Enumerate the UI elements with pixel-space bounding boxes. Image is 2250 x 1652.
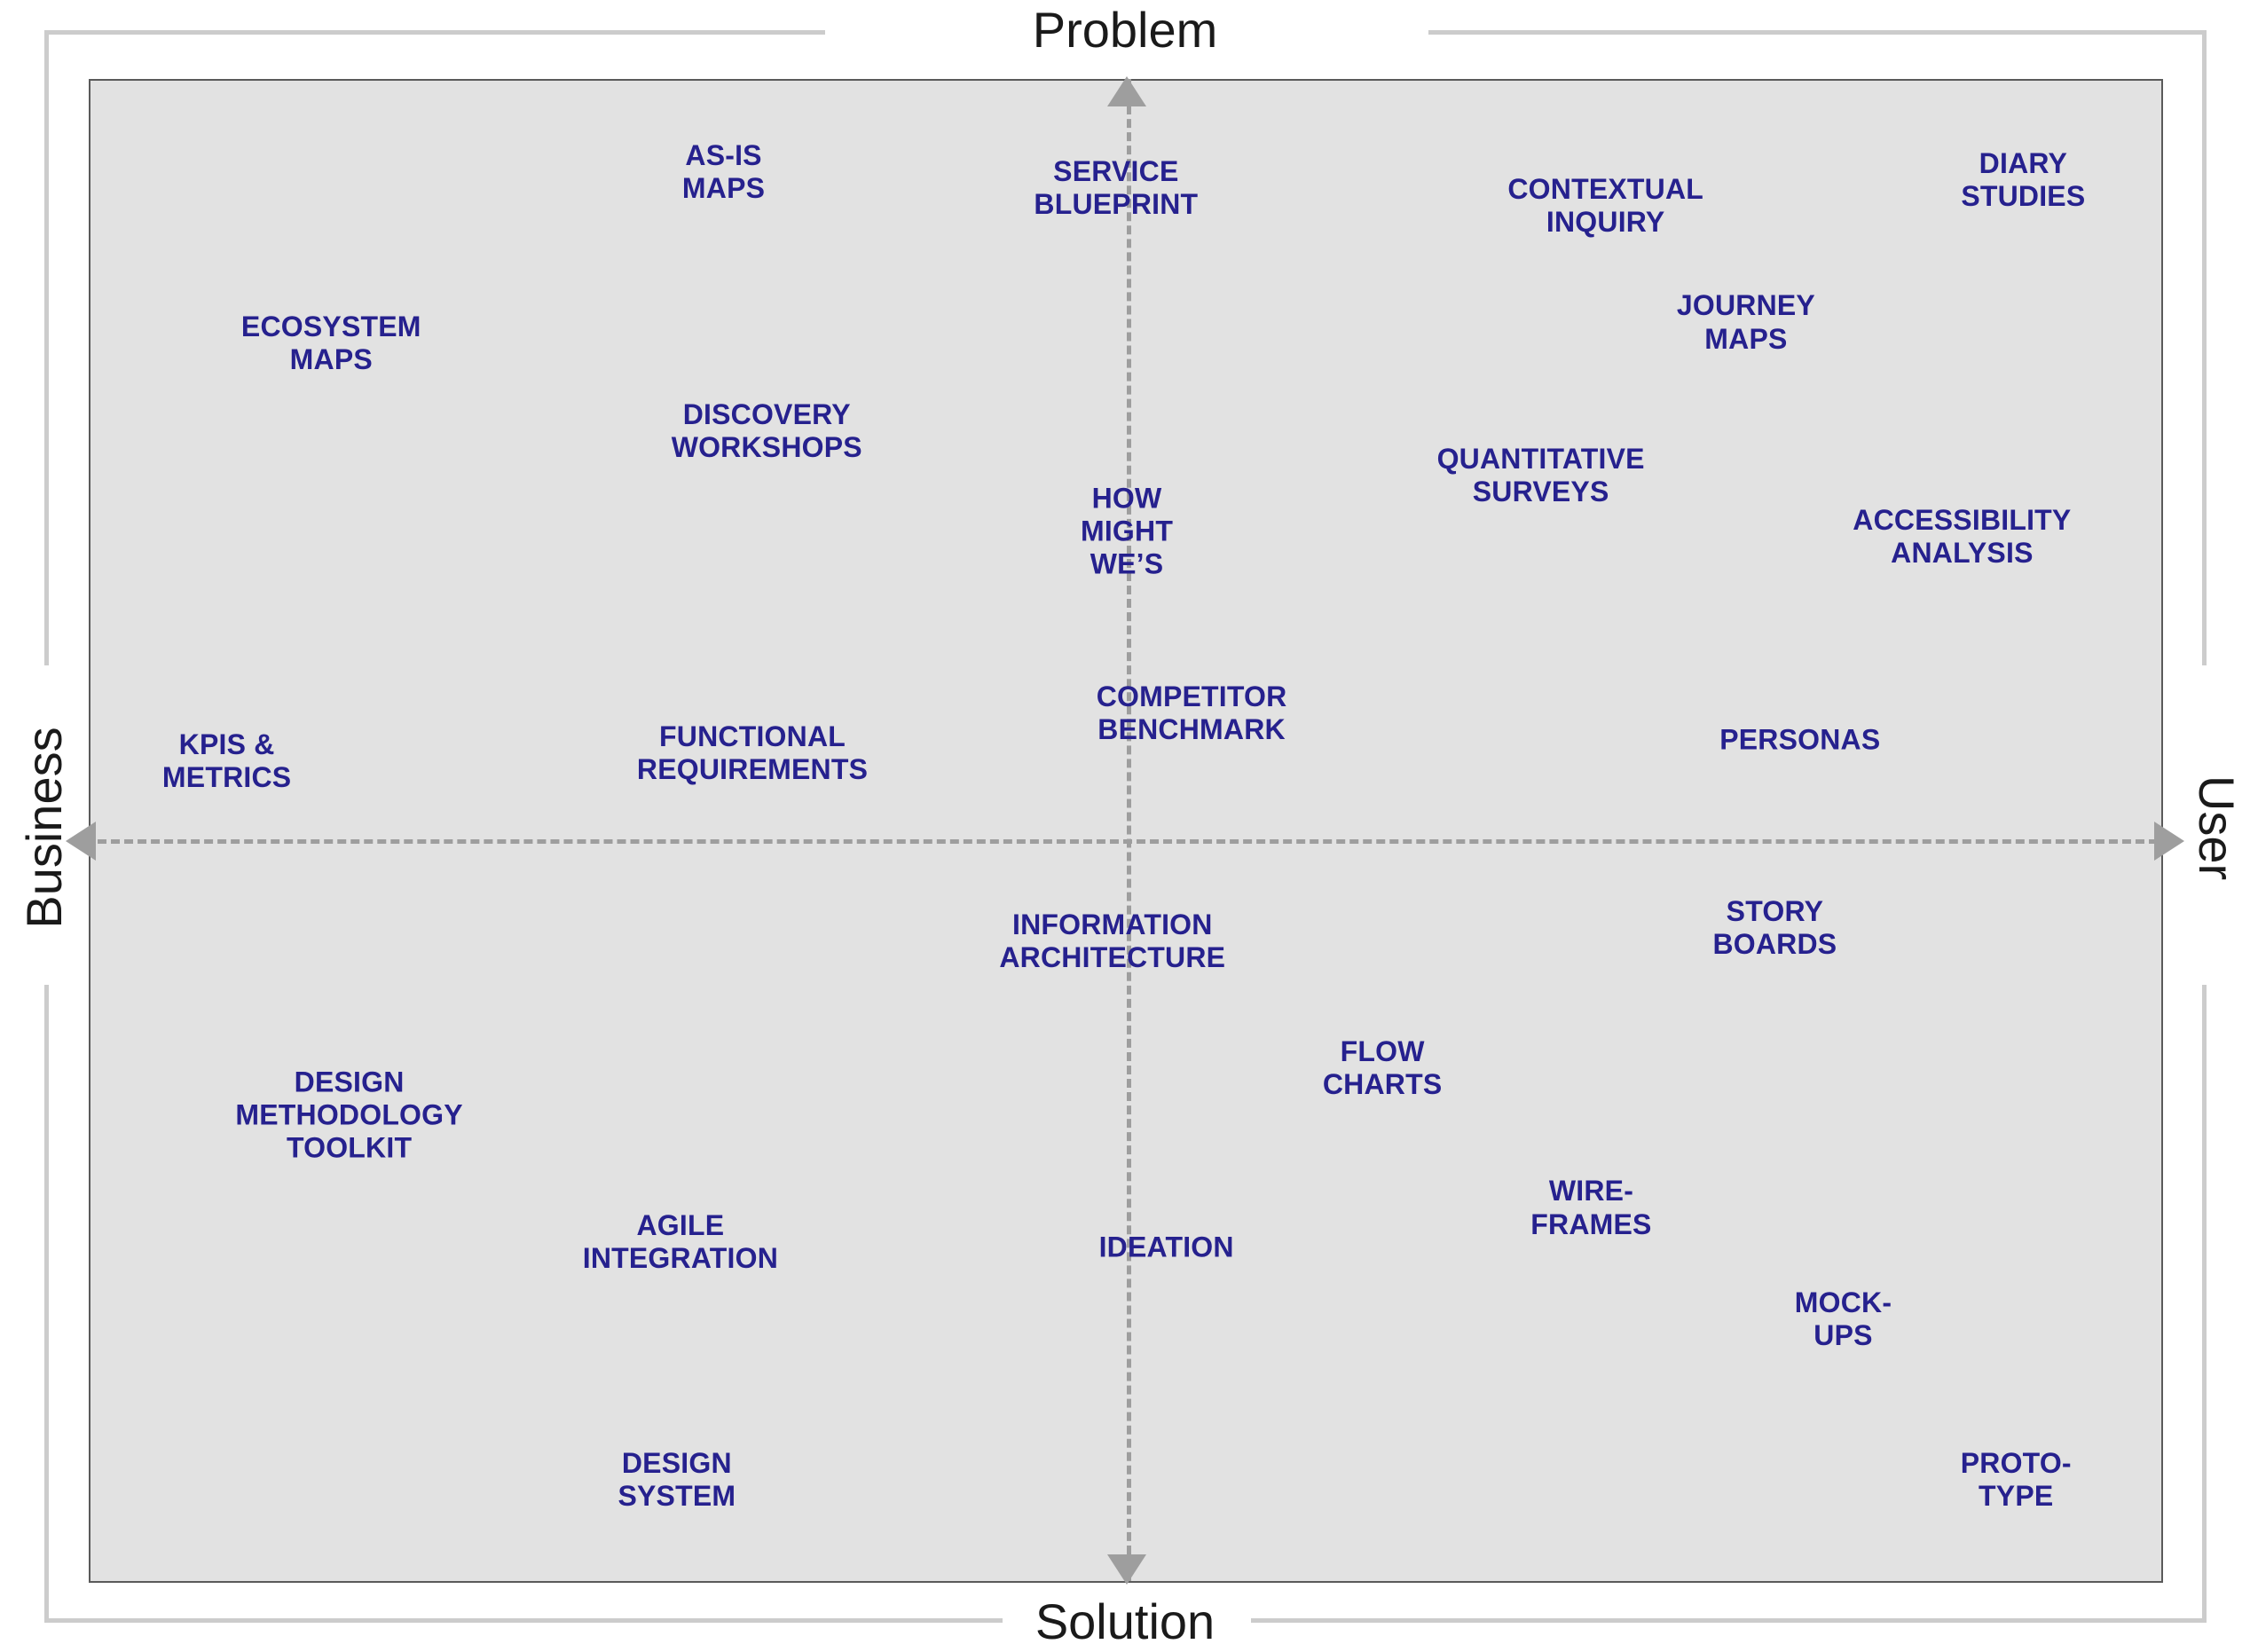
method-label-journey-maps[interactable]: JOURNEY MAPS	[1676, 289, 1815, 355]
frame-bottom-left-segment	[44, 1618, 1003, 1623]
method-label-how-might-wes[interactable]: HOW MIGHT WE’S	[1080, 482, 1174, 580]
method-label-competitor-benchmark[interactable]: COMPETITOR BENCHMARK	[1096, 680, 1287, 746]
axis-arrow-down-icon	[1107, 1554, 1146, 1585]
frame-bottom-right-segment	[1251, 1618, 2207, 1623]
frame-right-lower-segment	[2202, 985, 2207, 1623]
method-label-personas[interactable]: PERSONAS	[1719, 723, 1881, 756]
horizontal-axis-dashed-line	[98, 839, 2158, 844]
method-label-wireframes[interactable]: WIRE- FRAMES	[1530, 1175, 1652, 1240]
vertical-axis-dashed-line	[1127, 79, 1131, 1581]
method-label-as-is-maps[interactable]: AS-IS MAPS	[681, 138, 766, 204]
frame-top-right-segment	[1428, 30, 2207, 35]
frame-left-lower-segment	[44, 985, 49, 1623]
frame-right-upper-segment	[2202, 30, 2207, 665]
method-label-functional-requirements[interactable]: FUNCTIONAL REQUIREMENTS	[636, 720, 869, 786]
frame-top-left-segment	[44, 30, 825, 35]
method-label-quantitative-surveys[interactable]: QUANTITATIVE SURVEYS	[1436, 443, 1645, 508]
method-label-ecosystem-maps[interactable]: ECOSYSTEM MAPS	[240, 311, 421, 376]
method-label-story-boards[interactable]: STORY BOARDS	[1712, 894, 1837, 960]
axis-arrow-up-icon	[1107, 76, 1146, 106]
plot-area	[89, 79, 2163, 1583]
method-label-design-methodology-toolkit[interactable]: DESIGN METHODOLOGY TOOLKIT	[235, 1066, 463, 1164]
axis-arrow-left-icon	[66, 822, 96, 861]
method-label-accessibility-analysis[interactable]: ACCESSIBILITY ANALYSIS	[1853, 503, 2072, 569]
method-label-mock-ups[interactable]: MOCK- UPS	[1794, 1286, 1892, 1351]
frame-left-upper-segment	[44, 30, 49, 665]
method-label-discovery-workshops[interactable]: DISCOVERY WORKSHOPS	[671, 397, 862, 463]
method-label-contextual-inquiry[interactable]: CONTEXTUAL INQUIRY	[1507, 173, 1704, 239]
method-label-flow-charts[interactable]: FLOW CHARTS	[1322, 1034, 1443, 1100]
pole-label-solution: Solution	[1035, 1593, 1215, 1649]
method-label-design-system[interactable]: DESIGN SYSTEM	[618, 1447, 736, 1513]
pole-label-user: User	[2189, 775, 2245, 881]
method-label-proto-type[interactable]: PROTO- TYPE	[1960, 1447, 2072, 1513]
axis-arrow-right-icon	[2154, 822, 2184, 861]
method-label-ideation[interactable]: IDEATION	[1098, 1231, 1234, 1263]
method-label-agile-integration[interactable]: AGILE INTEGRATION	[582, 1209, 779, 1275]
pole-label-business: Business	[16, 727, 72, 929]
method-label-kpis-metrics[interactable]: KPIS & METRICS	[161, 728, 292, 793]
method-label-service-blueprint[interactable]: SERVICE BLUEPRINT	[1034, 154, 1199, 220]
method-label-information-architecture[interactable]: INFORMATION ARCHITECTURE	[999, 908, 1226, 973]
pole-label-problem: Problem	[1032, 2, 1218, 58]
method-label-diary-studies[interactable]: DIARY STUDIES	[1961, 146, 2086, 212]
